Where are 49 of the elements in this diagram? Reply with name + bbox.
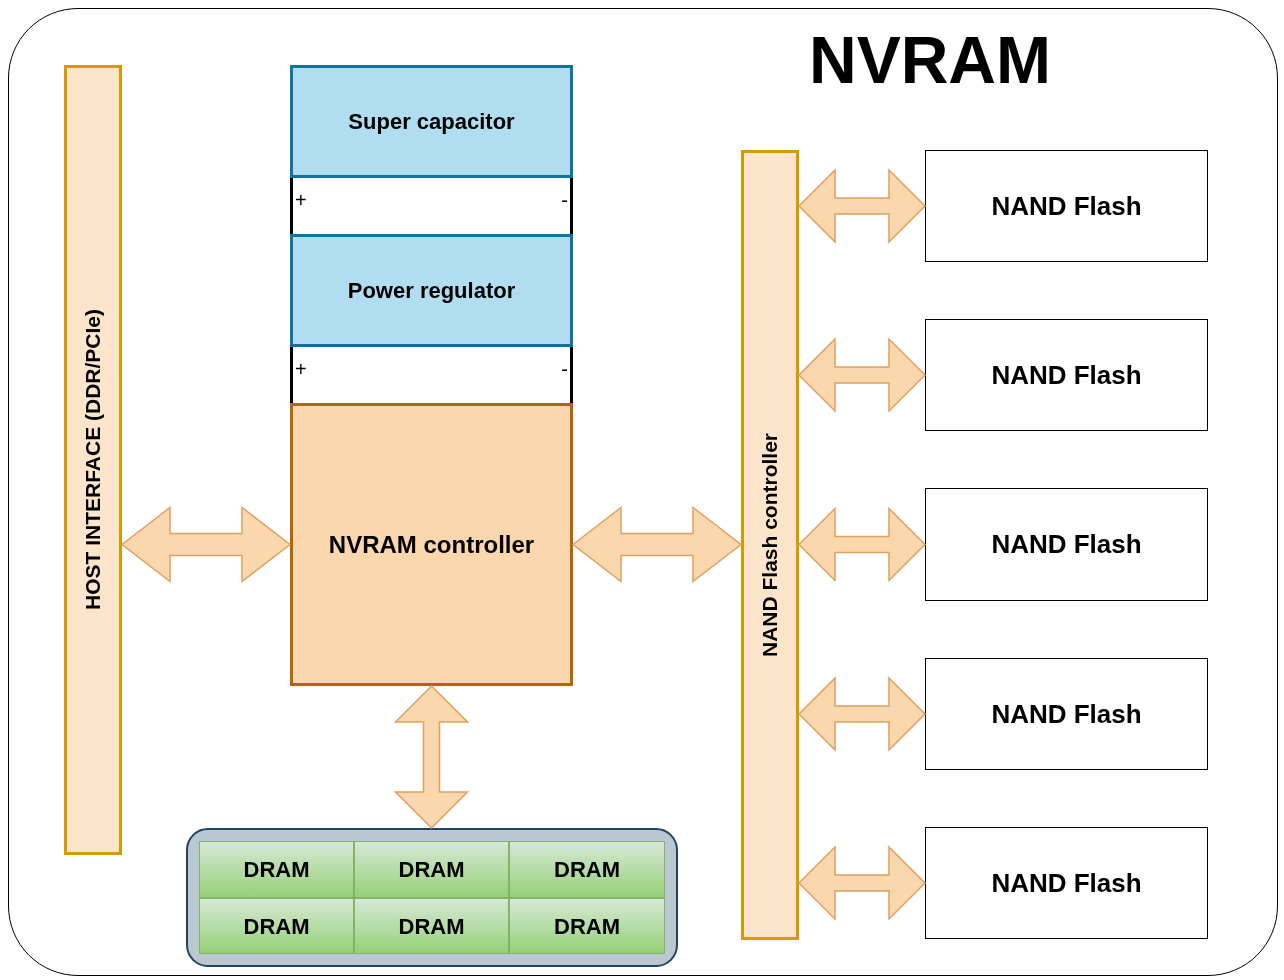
double-arrow [797, 168, 927, 244]
box-label: Super capacitor [348, 108, 515, 136]
memory-cell [509, 898, 665, 954]
box-label: DRAM [398, 856, 465, 884]
box-label: DRAM [554, 912, 620, 941]
box-label: NVRAM controller [328, 529, 535, 560]
memory-box [925, 827, 1208, 939]
double-arrow [797, 676, 927, 752]
double-arrow [120, 505, 292, 584]
memory-cell [199, 898, 354, 954]
double-arrow [797, 845, 927, 921]
terminal-strip [290, 178, 573, 234]
box-label: NAND Flash [991, 697, 1142, 731]
box-label: DRAM [243, 856, 310, 884]
box-label: NAND Flash [991, 528, 1142, 561]
box-label: NAND Flash [991, 358, 1142, 392]
controller-box [290, 403, 573, 686]
terminal-sign: + [295, 190, 307, 210]
box-label: Power regulator [347, 277, 516, 305]
memory-cell [354, 841, 509, 898]
memory-box [925, 319, 1208, 431]
memory-box [925, 150, 1208, 262]
double-arrow [393, 684, 470, 830]
memory-module-panel [186, 828, 678, 967]
vertical-label: HOST INTERFACE (DDR/PCIe) [80, 309, 106, 611]
component-box [290, 65, 573, 178]
terminal-sign: + [295, 359, 307, 379]
memory-cell [509, 841, 665, 898]
box-label: DRAM [243, 912, 310, 941]
double-arrow [797, 337, 927, 413]
device-frame [8, 8, 1278, 976]
component-box [290, 234, 573, 347]
box-label: DRAM [554, 856, 620, 884]
double-arrow [571, 505, 743, 584]
interface-bar [64, 65, 122, 855]
terminal-sign: - [561, 359, 568, 379]
box-label: NAND Flash [991, 866, 1142, 900]
controller-bar [741, 150, 799, 940]
memory-cell [199, 841, 354, 898]
title: NVRAM [809, 27, 1051, 93]
terminal-sign: - [561, 190, 568, 210]
double-arrow [797, 506, 927, 583]
vertical-label: NAND Flash controller [757, 433, 783, 657]
memory-box [925, 658, 1208, 770]
terminal-strip [290, 347, 573, 403]
memory-cell [354, 898, 509, 954]
box-label: DRAM [398, 912, 465, 941]
memory-box [925, 488, 1208, 601]
box-label: NAND Flash [991, 189, 1142, 223]
